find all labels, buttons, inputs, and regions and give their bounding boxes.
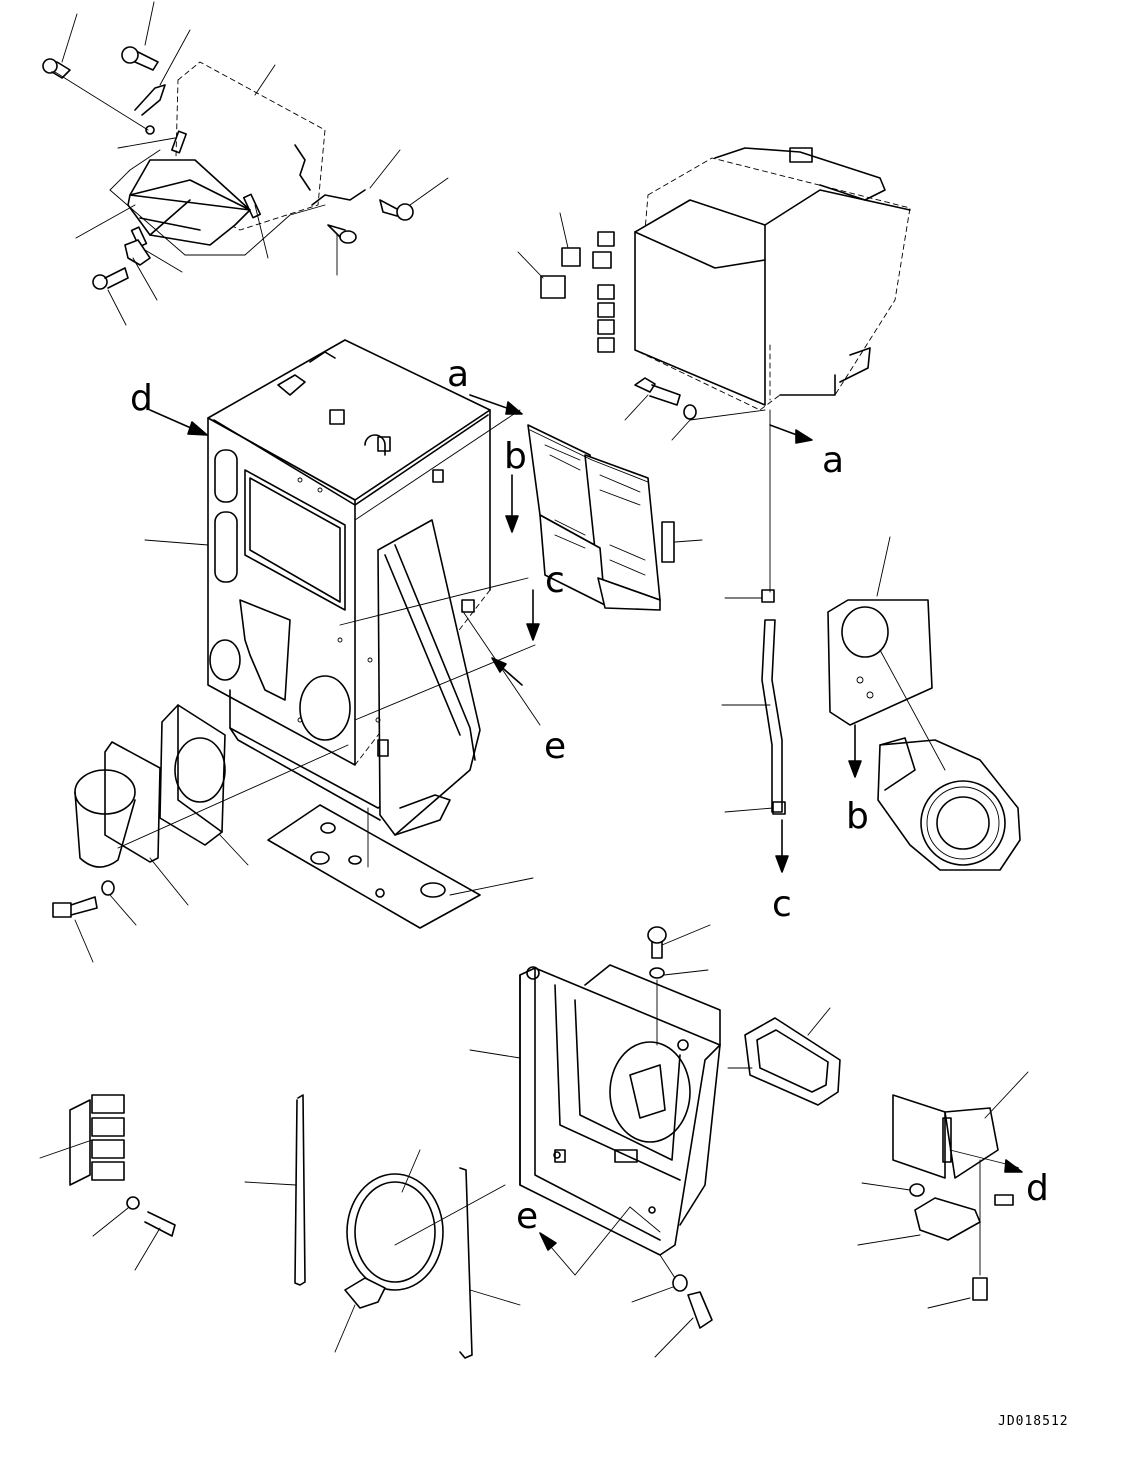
base-plate	[267, 804, 481, 929]
bolt-washer-heater	[624, 377, 766, 441]
reference-arrows-left	[149, 394, 540, 686]
ref-letter-c: c	[772, 884, 792, 925]
document-id: JD018512	[998, 1414, 1069, 1429]
ref-letter-d: d	[1026, 1168, 1049, 1209]
blower-assembly	[827, 536, 1021, 871]
ref-letter-b: b	[504, 436, 527, 477]
gasket-rectangular	[727, 1007, 841, 1106]
heater-unit	[592, 147, 911, 411]
ref-letter-a: a	[447, 354, 469, 395]
ref-letter-a: a	[822, 440, 844, 481]
filter-panel	[527, 424, 703, 611]
screw-washer-top	[647, 924, 711, 1046]
seal-strips	[244, 1049, 521, 1359]
ref-letter-c: c	[545, 560, 565, 601]
flange-and-nozzle	[74, 704, 226, 868]
ref-letter-b: b	[846, 796, 869, 837]
switch-bracket	[857, 1071, 1029, 1309]
terminal-blocks	[39, 1094, 176, 1271]
ref-letter-e: e	[544, 726, 566, 767]
ref-letter-d: d	[130, 378, 153, 419]
reference-arrow-e-bottom	[539, 1206, 661, 1276]
bolt-washer-left	[52, 880, 115, 918]
ref-letter-e: e	[516, 1196, 538, 1237]
main-housing	[207, 339, 491, 836]
duct-frame	[519, 964, 721, 1256]
hose-assembly	[721, 409, 789, 873]
small-blocks	[517, 212, 581, 299]
control-box-assembly	[42, 46, 414, 290]
reference-arrows-right	[769, 424, 813, 444]
leader-lines-top-left	[54, 1, 449, 326]
washer-bolt-bottom	[631, 1254, 713, 1358]
leader-lines-housing	[74, 409, 541, 963]
